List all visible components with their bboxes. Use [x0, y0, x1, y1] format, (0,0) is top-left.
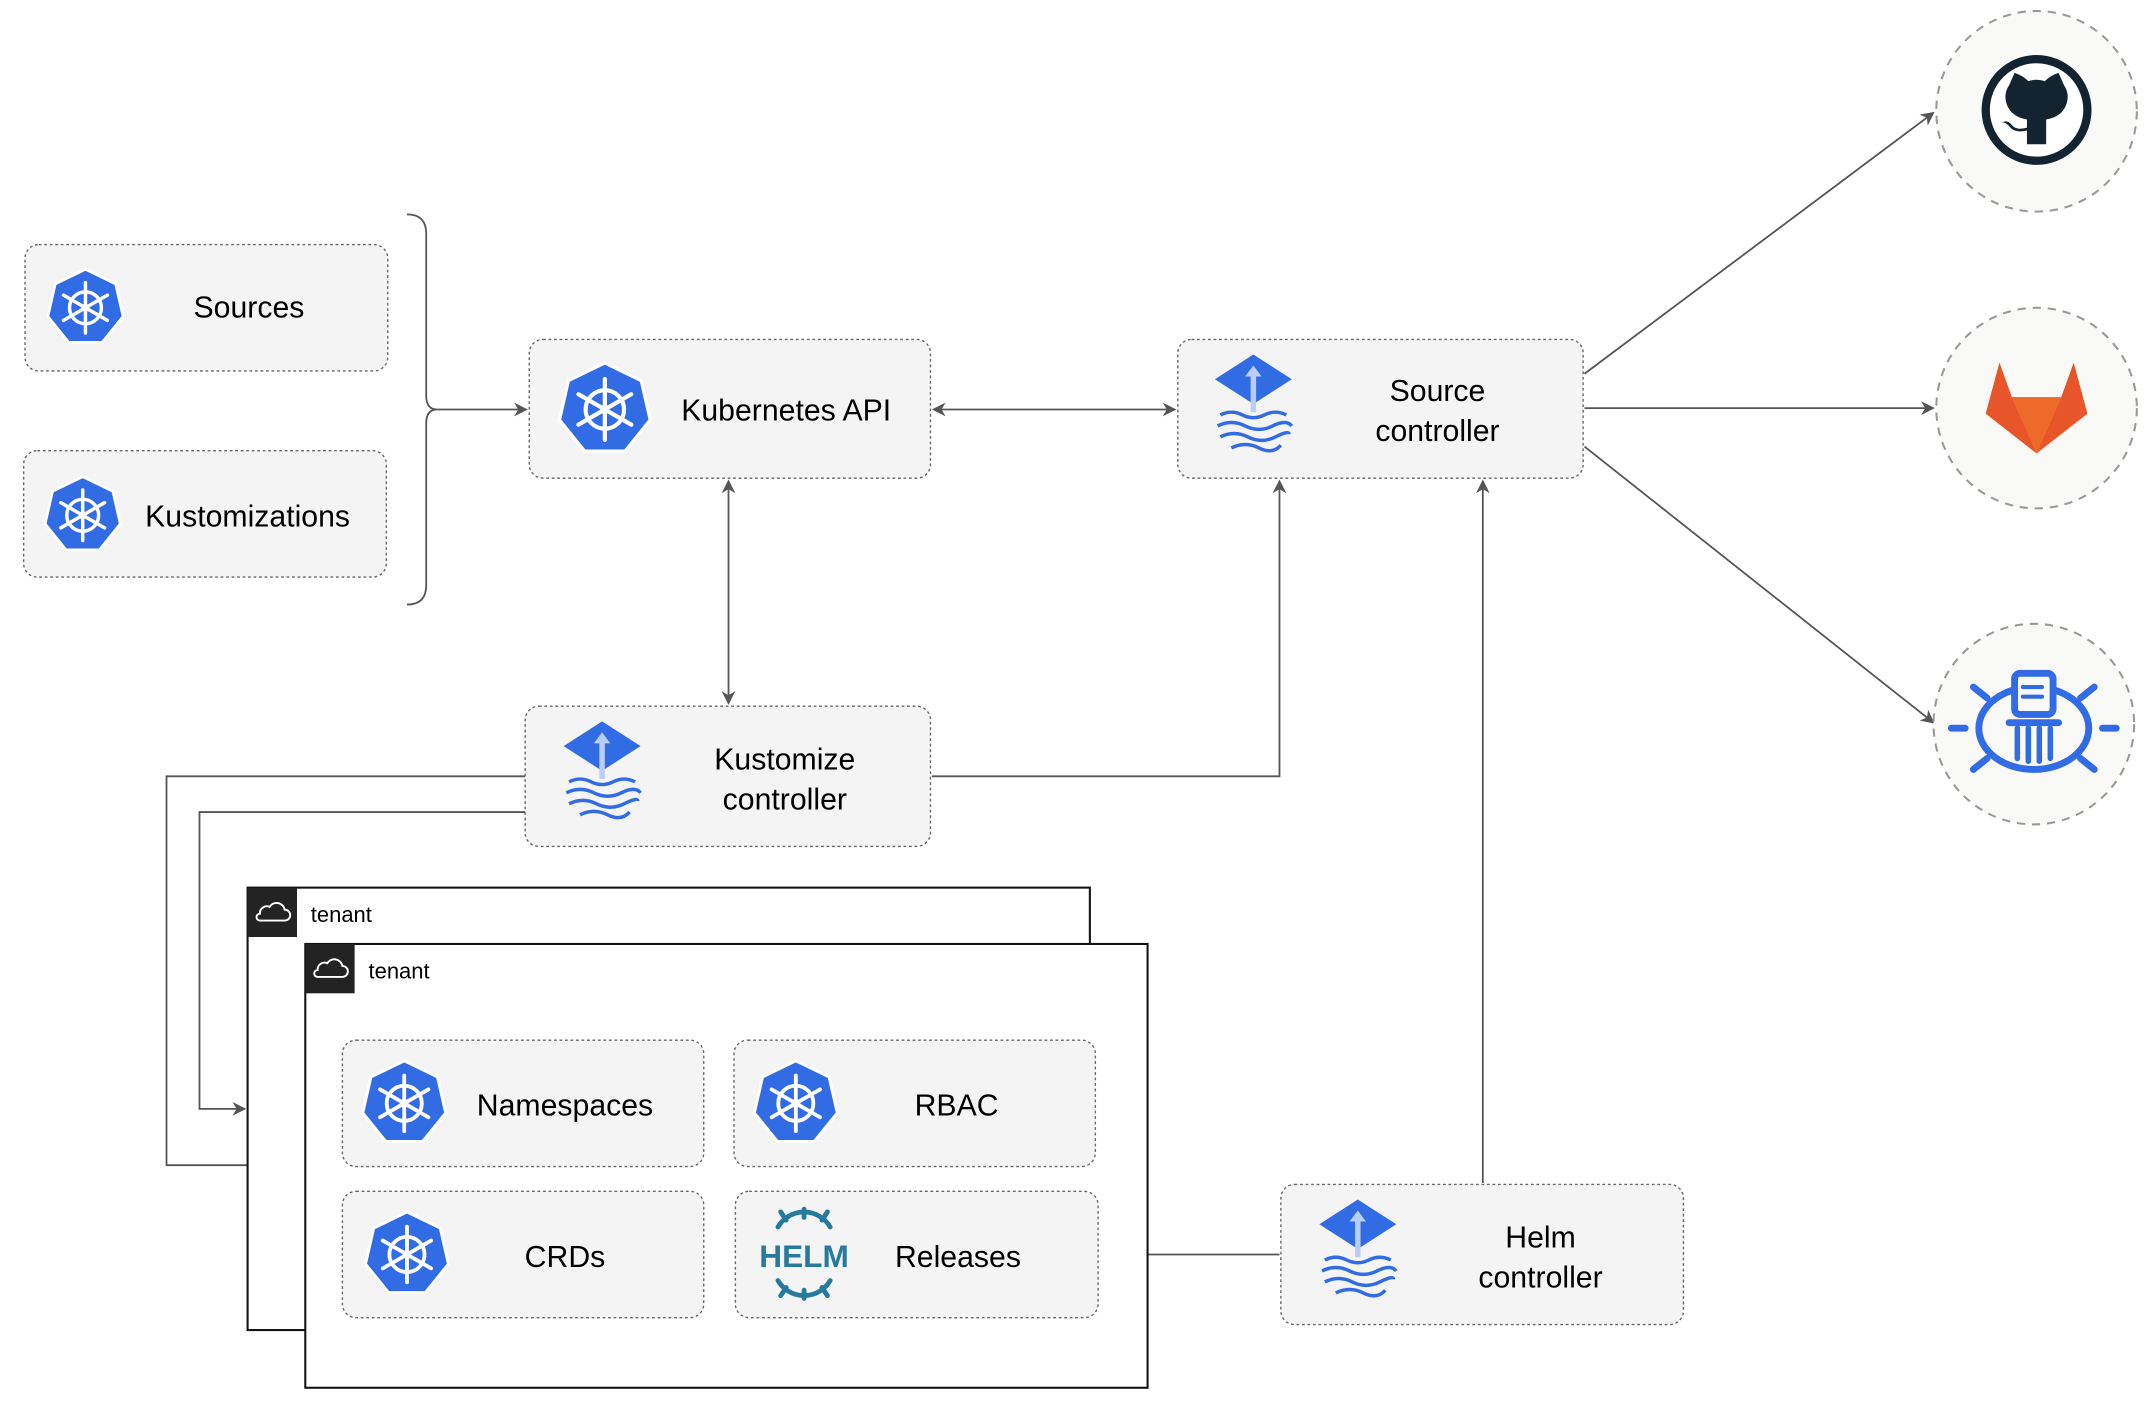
crds-node[interactable]: CRDs	[341, 1190, 705, 1319]
edge-kustomize-to-source-controller	[931, 479, 1287, 778]
gitlab-node[interactable]	[1935, 306, 2138, 510]
sources-label: Sources	[194, 291, 305, 324]
brace	[406, 213, 438, 606]
helm-controller-node[interactable]: Helm controller	[1280, 1183, 1685, 1326]
namespaces-label: Namespaces	[477, 1090, 653, 1123]
edge-kustomize-to-tenant-1	[198, 811, 526, 1116]
kustomize-controller-label-line1: Kustomize	[714, 743, 855, 776]
namespaces-node[interactable]: Namespaces	[341, 1039, 705, 1168]
cloud-icon	[305, 943, 355, 994]
sources-node[interactable]: Sources	[24, 243, 389, 372]
tenant-label: tenant	[311, 902, 372, 927]
edge-source-to-bucket	[1583, 445, 1935, 724]
helm-icon: HELM	[759, 1206, 849, 1301]
kustomizations-node[interactable]: Kustomizations	[22, 449, 388, 578]
kustomize-controller-label-line2: controller	[723, 783, 847, 816]
edge-kustomize-to-tenant-2	[165, 775, 526, 1173]
helm-controller-label-line1: Helm	[1505, 1222, 1576, 1255]
rbac-label: RBAC	[915, 1090, 999, 1123]
tenant-label: tenant	[369, 958, 430, 983]
edges	[165, 111, 1935, 1262]
source-controller-node[interactable]: Source controller	[1177, 338, 1584, 479]
gitlab-icon	[1985, 362, 2088, 454]
source-controller-label-line1: Source	[1390, 375, 1486, 408]
helm-logo-text: HELM	[759, 1238, 849, 1274]
rbac-node[interactable]: RBAC	[733, 1039, 1097, 1168]
edge-source-to-github	[1583, 111, 1935, 375]
releases-node[interactable]: HELM Releases	[734, 1190, 1099, 1319]
kubernetes-api-node[interactable]: Kubernetes API	[528, 338, 932, 479]
cloud-icon	[247, 887, 298, 938]
github-icon	[1981, 54, 2092, 165]
bucket-icon	[1947, 669, 2120, 773]
github-node[interactable]	[1935, 9, 2138, 213]
bucket-node[interactable]	[1932, 622, 2136, 826]
kustomizations-label: Kustomizations	[145, 500, 350, 533]
helm-controller-label-line2: controller	[1478, 1261, 1602, 1294]
kubernetes-api-label: Kubernetes API	[681, 394, 891, 427]
kustomize-controller-node[interactable]: Kustomize controller	[524, 705, 932, 848]
releases-label: Releases	[895, 1241, 1021, 1274]
crds-label: CRDs	[525, 1241, 606, 1274]
source-controller-label-line2: controller	[1375, 415, 1499, 448]
